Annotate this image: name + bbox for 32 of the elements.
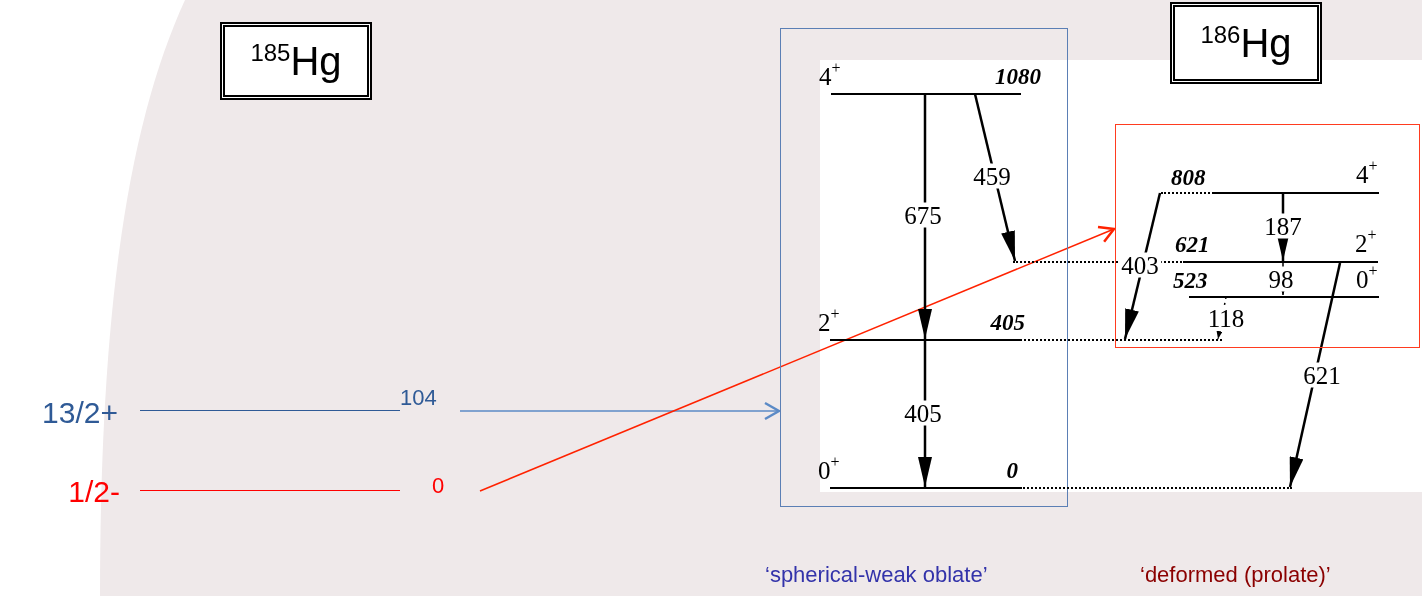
energy-label: 621 [1175, 232, 1210, 256]
arrow [459, 401, 781, 421]
spin-label: 4$^{+}$ [1356, 161, 1378, 187]
spin-label: 0$^{+}$ [818, 457, 840, 483]
group-caption: ‘deformed (prolate)’ [1140, 562, 1331, 588]
energy-label: 0 [1006, 458, 1018, 482]
transition-arrow [1288, 262, 1342, 488]
energy-label: 808 [1171, 165, 1206, 189]
isotope-label: $^{186}$Hg [1200, 20, 1292, 66]
spin-label: 13/2+ [42, 398, 118, 428]
energy-label: 104 [400, 387, 437, 409]
energy-label: 1080 [995, 64, 1041, 88]
edge-label: 621 [1301, 362, 1343, 388]
transition-arrow [973, 93, 1017, 262]
spin-label: 1/2- [68, 477, 120, 507]
transition-arrow [918, 94, 932, 339]
arrow [479, 225, 1116, 492]
isotope-box [1170, 2, 1322, 84]
isotope-label: $^{185}$Hg [250, 38, 342, 84]
edge-label: 459 [971, 163, 1013, 189]
group-caption: ‘spherical-weak oblate’ [765, 562, 988, 588]
energy-label: 0 [432, 475, 445, 497]
energy-label: 523 [1173, 268, 1208, 292]
spin-label: 2$^{+}$ [1355, 230, 1377, 256]
energy-label: 405 [990, 310, 1025, 334]
isotope-box [220, 22, 372, 100]
spin-label: 0$^{+}$ [1356, 266, 1378, 292]
spin-label: 2$^{+}$ [818, 309, 840, 335]
edge-label: 675 [902, 202, 944, 228]
spin-label: 4$^{+}$ [819, 63, 841, 89]
edge-label: 405 [902, 400, 944, 426]
edge-label: 403 [1119, 252, 1161, 278]
